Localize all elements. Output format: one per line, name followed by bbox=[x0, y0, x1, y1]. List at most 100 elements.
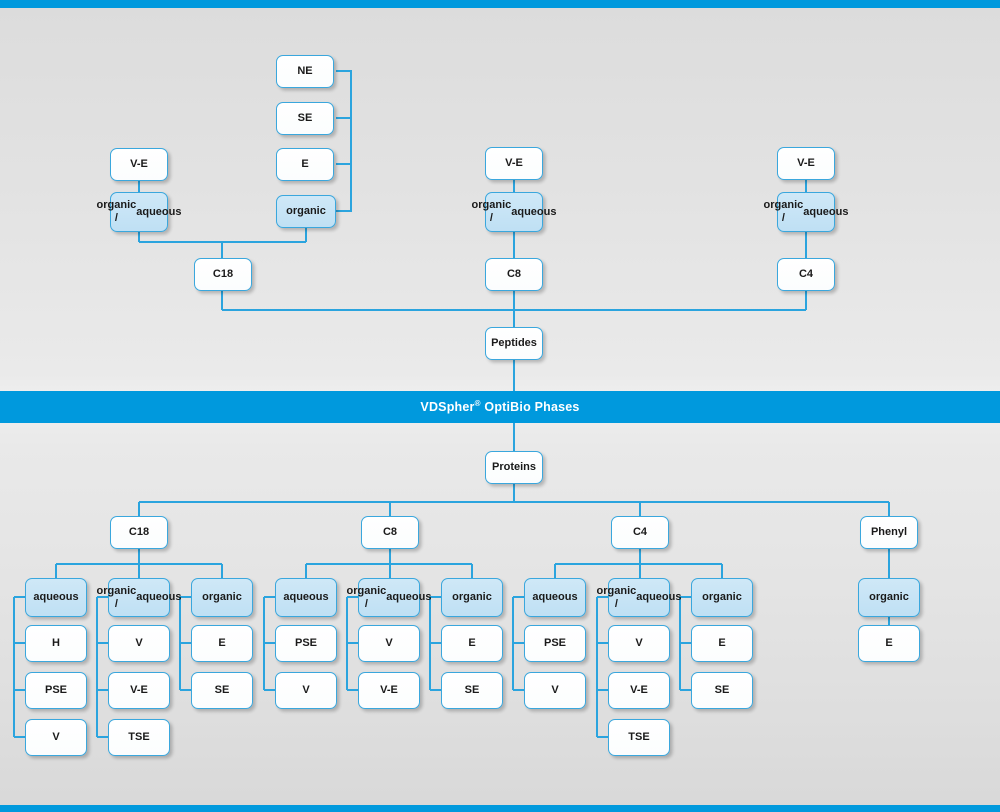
node-label-line: SE bbox=[464, 684, 480, 697]
node-label-line: aqueous bbox=[511, 205, 557, 218]
node-label-line: V-E bbox=[630, 684, 648, 697]
node-c4p-organic[interactable]: organic bbox=[691, 578, 753, 617]
node-label-line: C18 bbox=[128, 526, 150, 539]
node-label-line: C8 bbox=[382, 526, 398, 539]
node-c8p-organic[interactable]: organic bbox=[441, 578, 503, 617]
node-c18-proteins[interactable]: C18 bbox=[110, 516, 168, 549]
node-orgaq-c4[interactable]: organic /aqueous bbox=[764, 192, 848, 232]
node-c8p-oa-ve[interactable]: V-E bbox=[358, 672, 420, 709]
node-label-line: organic / bbox=[763, 199, 804, 224]
node-c4p-o-se[interactable]: SE bbox=[691, 672, 753, 709]
node-label-line: organic bbox=[202, 591, 242, 604]
node-label-line: Phenyl bbox=[870, 526, 908, 539]
node-label-line: aqueous bbox=[33, 591, 79, 604]
node-peptides[interactable]: Peptides bbox=[485, 327, 543, 360]
node-label-line: E bbox=[218, 637, 226, 650]
node-label-line: PSE bbox=[543, 637, 566, 650]
node-c8p-o-e[interactable]: E bbox=[441, 625, 503, 662]
node-label-line: PSE bbox=[294, 637, 317, 650]
node-c18p-aqueous[interactable]: aqueous bbox=[25, 578, 87, 617]
node-label-line: V bbox=[135, 637, 143, 650]
node-label-line: aqueous bbox=[283, 591, 329, 604]
node-c18-peptides[interactable]: C18 bbox=[194, 258, 252, 291]
node-c4p-oa-v[interactable]: V bbox=[608, 625, 670, 662]
node-c4p-oa-ve[interactable]: V-E bbox=[608, 672, 670, 709]
node-label-line: V bbox=[551, 684, 559, 697]
node-c8-peptides[interactable]: C8 bbox=[485, 258, 543, 291]
node-c8p-oa-v[interactable]: V bbox=[358, 625, 420, 662]
node-ve-c4[interactable]: V-E bbox=[777, 147, 835, 180]
node-c4-proteins[interactable]: C4 bbox=[611, 516, 669, 549]
node-c18p-organic[interactable]: organic bbox=[191, 578, 253, 617]
node-label-line: aqueous bbox=[636, 591, 682, 604]
node-label-line: TSE bbox=[128, 731, 150, 744]
node-c8p-aqueous[interactable]: aqueous bbox=[275, 578, 337, 617]
top-accent-bar bbox=[0, 0, 1000, 8]
node-label-line: organic bbox=[286, 205, 326, 218]
node-label-line: C18 bbox=[212, 268, 234, 281]
node-label-line: NE bbox=[297, 65, 313, 78]
node-label-line: E bbox=[718, 637, 726, 650]
node-c4p-aqueous[interactable]: aqueous bbox=[524, 578, 586, 617]
node-label-line: V bbox=[385, 637, 393, 650]
node-label-line: organic / bbox=[96, 199, 137, 224]
node-c18p-aq-v[interactable]: V bbox=[25, 719, 87, 756]
node-label-line: SE bbox=[214, 684, 230, 697]
node-label-line: C8 bbox=[506, 268, 522, 281]
node-label-line: aqueous bbox=[386, 591, 432, 604]
section-banner: VDSpher® OptiBio Phases bbox=[0, 391, 1000, 423]
node-c18p-orgaq[interactable]: organic /aqueous bbox=[97, 578, 181, 617]
node-label-line: aqueous bbox=[136, 205, 182, 218]
node-proteins[interactable]: Proteins bbox=[485, 451, 543, 484]
registered-mark: ® bbox=[474, 399, 481, 409]
node-c4p-aq-v[interactable]: V bbox=[524, 672, 586, 709]
node-label-line: Peptides bbox=[491, 337, 537, 350]
node-c8-proteins[interactable]: C8 bbox=[361, 516, 419, 549]
node-c18p-aq-pse[interactable]: PSE bbox=[25, 672, 87, 709]
node-phenyl-e[interactable]: E bbox=[858, 625, 920, 662]
node-ve-c8[interactable]: V-E bbox=[485, 147, 543, 180]
node-label-line: V-E bbox=[797, 157, 815, 170]
node-label-line: E bbox=[301, 158, 309, 171]
node-label-line: E bbox=[885, 637, 893, 650]
node-c4p-orgaq[interactable]: organic /aqueous bbox=[597, 578, 681, 617]
node-c18p-oa-ve[interactable]: V-E bbox=[108, 672, 170, 709]
node-phenyl-organic[interactable]: organic bbox=[858, 578, 920, 617]
node-ve-c18[interactable]: V-E bbox=[110, 148, 168, 181]
node-c4-peptides[interactable]: C4 bbox=[777, 258, 835, 291]
node-c18p-o-se[interactable]: SE bbox=[191, 672, 253, 709]
node-c18p-oa-tse[interactable]: TSE bbox=[108, 719, 170, 756]
node-c8p-aq-pse[interactable]: PSE bbox=[275, 625, 337, 662]
node-orgaq-c8[interactable]: organic /aqueous bbox=[472, 192, 556, 232]
node-label-line: TSE bbox=[628, 731, 650, 744]
node-ne[interactable]: NE bbox=[276, 55, 334, 88]
node-c18p-o-e[interactable]: E bbox=[191, 625, 253, 662]
node-c8p-o-se[interactable]: SE bbox=[441, 672, 503, 709]
node-c4p-aq-pse[interactable]: PSE bbox=[524, 625, 586, 662]
node-c18p-oa-v[interactable]: V bbox=[108, 625, 170, 662]
node-label-line: E bbox=[468, 637, 476, 650]
node-label-line: V-E bbox=[505, 157, 523, 170]
node-c8p-orgaq[interactable]: organic /aqueous bbox=[347, 578, 431, 617]
node-label-line: V-E bbox=[130, 684, 148, 697]
node-se[interactable]: SE bbox=[276, 102, 334, 135]
node-orgaq-c18[interactable]: organic /aqueous bbox=[97, 192, 181, 232]
node-c18p-aq-h[interactable]: H bbox=[25, 625, 87, 662]
node-label-line: organic bbox=[702, 591, 742, 604]
node-c4p-o-e[interactable]: E bbox=[691, 625, 753, 662]
node-label-line: organic / bbox=[96, 584, 137, 610]
banner-title: VDSpher® OptiBio Phases bbox=[420, 399, 580, 415]
node-c4p-oa-tse[interactable]: TSE bbox=[608, 719, 670, 756]
node-label-line: SE bbox=[714, 684, 730, 697]
node-e-top[interactable]: E bbox=[276, 148, 334, 181]
node-label-line: SE bbox=[297, 112, 313, 125]
node-label-line: organic / bbox=[596, 584, 637, 610]
node-label-line: C4 bbox=[798, 268, 814, 281]
node-label-line: PSE bbox=[44, 684, 67, 697]
node-organic-c18[interactable]: organic bbox=[276, 195, 336, 228]
node-label-line: Proteins bbox=[491, 461, 536, 474]
node-phenyl[interactable]: Phenyl bbox=[860, 516, 918, 549]
node-c8p-aq-v[interactable]: V bbox=[275, 672, 337, 709]
